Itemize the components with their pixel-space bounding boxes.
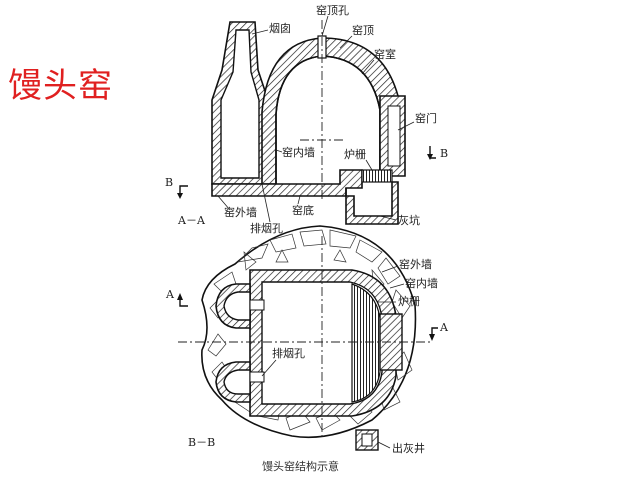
leader-plan-ash-well xyxy=(377,441,391,449)
label-floor: 窑底 xyxy=(292,203,314,217)
leader-floor xyxy=(297,195,301,205)
label-ash-pit: 灰坑 xyxy=(398,213,420,227)
page-title: 馒头窑 xyxy=(8,66,113,106)
leader-outer-wall xyxy=(217,195,231,211)
label-outer-wall: 窑外墙 xyxy=(224,205,257,219)
label-plan-outer-wall: 窑外墙 xyxy=(399,257,432,271)
leader-grate xyxy=(365,159,373,171)
marker-a-top-label: A xyxy=(165,288,175,301)
marker-b-left-arrow xyxy=(177,193,183,199)
leader-ash-pit xyxy=(379,215,397,221)
label-door: 窑门 xyxy=(415,111,437,125)
section-bb-name: B－B xyxy=(188,436,215,449)
floor-slab xyxy=(211,169,363,197)
marker-a-right-label: A xyxy=(439,321,449,334)
plan-ash-well-opening xyxy=(361,433,373,447)
leader-chamber xyxy=(361,59,375,75)
marker-a-right-arrow xyxy=(429,334,435,341)
plan-chimney-upper-flue xyxy=(223,291,251,321)
label-chamber: 窑室 xyxy=(374,47,396,61)
label-plan-ash-well: 出灰井 xyxy=(392,441,425,455)
label-inner-wall: 窑内墙 xyxy=(282,145,315,159)
leader-door xyxy=(397,121,415,131)
section-aa-leaders xyxy=(217,15,415,223)
diagram-caption: 馒头窑结构示意 xyxy=(262,459,339,473)
marker-b-right-arrow xyxy=(427,154,433,160)
leader-roof xyxy=(339,35,353,49)
chimney-flue xyxy=(220,29,260,179)
marker-b-right-label: B xyxy=(440,147,448,160)
label-flue-hole: 排烟孔 xyxy=(250,221,283,235)
plan-grate xyxy=(351,283,381,403)
leader-plan-flue-hole xyxy=(261,359,277,377)
section-bb-leaders xyxy=(261,265,405,449)
leader-chimney xyxy=(251,29,269,35)
section-bb-drawing xyxy=(177,225,438,451)
section-aa-name: A－A xyxy=(177,214,206,227)
label-plan-flue-hole: 排烟孔 xyxy=(272,346,305,360)
marker-a-top-arrow xyxy=(177,293,183,300)
marker-b-left-label: B xyxy=(165,176,173,189)
label-plan-grate: 炉栅 xyxy=(398,294,420,308)
label-grate: 炉栅 xyxy=(344,147,366,161)
label-chimney: 烟囱 xyxy=(269,21,291,35)
leader-flue-hole xyxy=(261,183,271,223)
door-opening xyxy=(387,105,401,167)
leader-plan-inner-wall xyxy=(389,283,405,289)
marker-b-left-line xyxy=(179,185,188,196)
marker-a-top-line xyxy=(179,298,188,307)
ash-pit-wall xyxy=(345,181,399,225)
plan-flue-hole-lower xyxy=(249,371,265,383)
marker-a-right-line xyxy=(431,327,438,336)
plan-chimney-lower-flue xyxy=(223,369,251,395)
leader-inner-wall xyxy=(275,149,283,153)
leader-plan-outer-wall xyxy=(381,265,399,273)
label-roof-hole: 窑顶孔 xyxy=(316,3,349,17)
section-aa-drawing xyxy=(177,20,436,225)
leader-roof-hole xyxy=(321,15,329,37)
label-plan-inner-wall: 窑内墙 xyxy=(405,276,438,290)
plan-flue-hole-upper xyxy=(249,299,265,311)
chamber-outline xyxy=(275,55,381,184)
label-roof: 窑顶 xyxy=(352,23,374,37)
section-bb-labels: 窑外墙 窑内墙 炉栅 排烟孔 出灰井 B－B A A xyxy=(165,257,449,455)
grate-shape xyxy=(361,169,393,183)
section-aa-labels: 烟囱 窑顶孔 窑顶 窑室 窑门 窑内墙 炉栅 窑外墙 窑底 排烟孔 灰坑 A－A… xyxy=(165,3,448,235)
